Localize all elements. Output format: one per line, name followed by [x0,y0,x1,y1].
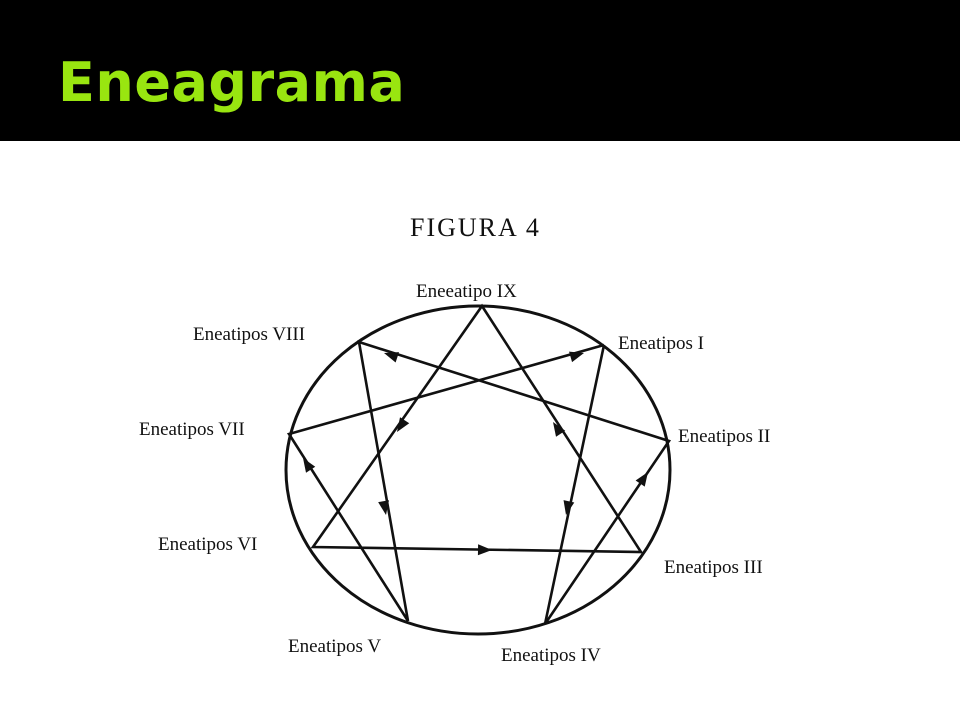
arrow-ix-vi [397,417,410,432]
arrow-vii-i [569,351,584,363]
arrow-iv-ii [635,472,648,487]
label-eneatipos-vii: Eneatipos VII [139,419,245,440]
label-eneatipos-iii: Eneatipos III [664,557,763,578]
arrow-iii-ix [553,422,566,437]
label-eneatipos-iv: Eneatipos IV [501,645,601,666]
enneagram-circle [284,304,672,636]
arrow-vi-iii [477,544,492,556]
label-eneatipos-vi: Eneatipos VI [158,534,257,555]
arrow-i-iv [563,500,575,515]
label-eneatipos-ii: Eneatipos II [678,426,770,447]
title-bar: Eneagrama [0,0,960,141]
direction-arrows [303,351,648,556]
label-eneatipos-i: Eneatipos I [618,333,704,354]
figure-caption: FIGURA 4 [410,213,541,242]
arrow-viii-v [378,500,389,515]
label-eneatipos-viii: Eneatipos VIII [193,324,305,345]
label-eneatipos-v: Eneatipos V [288,636,381,657]
arrow-ii-viii [384,352,400,363]
arrow-v-vii [303,458,316,473]
slide-body [0,141,960,720]
hexad-line [286,340,672,625]
label-eneatipo-ix: Eneeatipo IX [416,281,517,302]
slide-title: Eneagrama [58,51,406,114]
